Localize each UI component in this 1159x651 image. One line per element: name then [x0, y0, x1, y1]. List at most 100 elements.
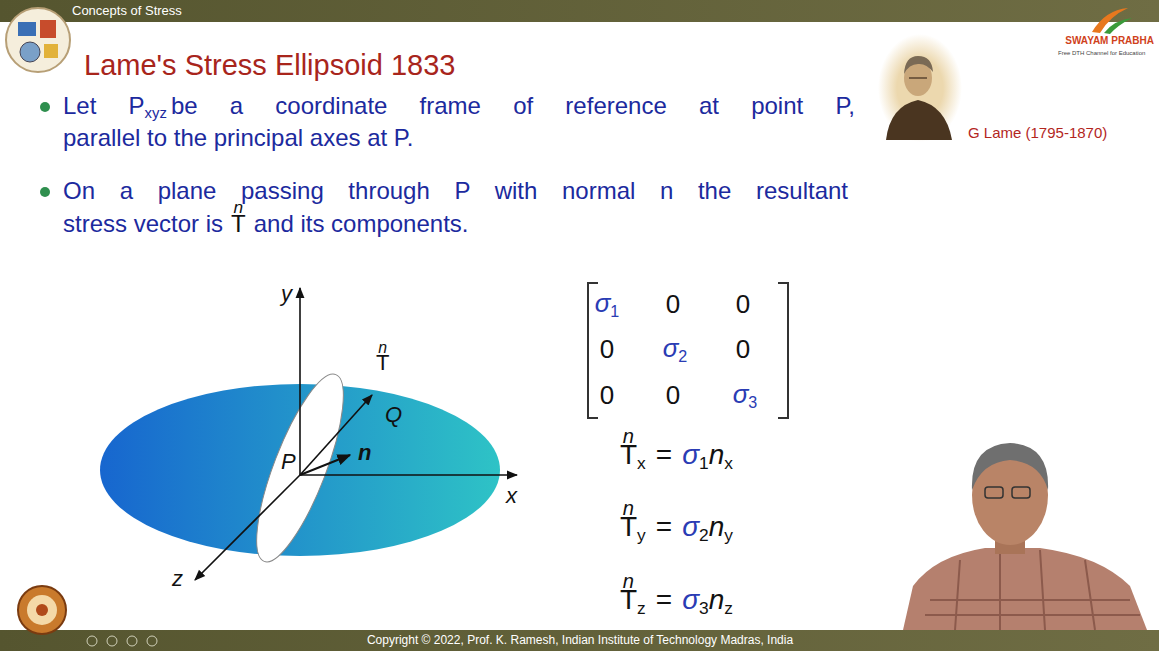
- slide-title: Lame's Stress Ellipsoid 1833: [84, 48, 455, 83]
- bullet-text: On a plane passing through P with normal…: [63, 177, 848, 206]
- matrix-cell: 0: [666, 289, 680, 320]
- vector-label: nT: [376, 350, 389, 376]
- subscript: xyz: [145, 105, 167, 121]
- label-text: n: [709, 511, 725, 542]
- z-axis: [195, 475, 300, 580]
- axis-label: z: [172, 566, 183, 592]
- subscript: 1: [699, 453, 709, 473]
- logo-swoosh: [1104, 18, 1132, 34]
- matrix-cell: 0: [600, 380, 614, 411]
- presenter-body: [903, 548, 1147, 630]
- equation: nTy=σ2ny: [620, 510, 733, 546]
- label-text: stress vector is: [63, 210, 223, 237]
- vector-letter: T: [376, 350, 389, 375]
- point-label: Q: [385, 402, 402, 428]
- y-axis: [299, 288, 301, 475]
- label-text: =: [656, 511, 672, 542]
- label-text: z: [172, 566, 183, 591]
- vector-letter: T: [620, 511, 637, 542]
- label-text: SWAYAM PRABHA: [1065, 35, 1154, 46]
- matrix-cell: σ3: [733, 379, 758, 412]
- stress-vector: [300, 395, 372, 475]
- label-text: G Lame (1795-1870): [968, 124, 1107, 141]
- logo-tagline: Free DTH Channel for Education: [1058, 50, 1145, 57]
- label-text: 0: [666, 289, 680, 319]
- portrait-hair: [904, 56, 933, 74]
- label-text: and its components.: [254, 210, 469, 237]
- vector-symbol: nT: [620, 583, 637, 617]
- label-text: σ: [733, 379, 749, 409]
- label-text: σ: [682, 584, 699, 615]
- vector-letter: T: [620, 439, 637, 470]
- label-text: σ: [663, 333, 679, 363]
- copyright: Copyright © 2022, Prof. K. Ramesh, India…: [367, 633, 793, 647]
- shirt-pattern: [925, 550, 1140, 630]
- vector-symbol: nT: [620, 438, 637, 472]
- logo-part: [20, 42, 40, 62]
- header-bar: [0, 0, 1159, 22]
- vector-letter: T: [620, 584, 637, 615]
- matrix-cell: 0: [600, 334, 614, 365]
- logo-part: [18, 22, 36, 36]
- label-text: On a plane passing through P with normal…: [63, 177, 848, 204]
- x-axis: [300, 474, 517, 476]
- toolbar-icon: [147, 636, 157, 646]
- label-text: σ: [682, 511, 699, 542]
- label-text: x: [506, 483, 517, 508]
- matrix-cell: 0: [736, 334, 750, 365]
- institute-emblem: [18, 586, 66, 634]
- label-text: 0: [736, 334, 750, 364]
- label-text: 0: [666, 380, 680, 410]
- subscript: 1: [610, 302, 619, 320]
- portrait-caption: G Lame (1795-1870): [968, 124, 1107, 142]
- label-text: y: [281, 281, 292, 306]
- label-text: =: [656, 584, 672, 615]
- matrix-cell: σ2: [663, 333, 688, 366]
- label-text: n: [358, 440, 371, 465]
- vector-symbol: nT: [376, 350, 389, 376]
- label-text: σ: [682, 439, 699, 470]
- vector-letter: T: [231, 210, 246, 237]
- presenter-hair: [972, 443, 1048, 490]
- axis-label: x: [506, 483, 517, 509]
- title-text: Lame's Stress Ellipsoid 1833: [84, 49, 455, 81]
- axis-label: y: [281, 281, 292, 307]
- toolbar-icon: [107, 636, 117, 646]
- subscript: 2: [678, 347, 687, 365]
- vector-symbol: nT: [231, 210, 246, 239]
- portrait: [878, 34, 962, 142]
- normal-vector: [300, 455, 350, 475]
- presenter-glasses: [1012, 487, 1030, 498]
- label-text: P: [281, 449, 296, 474]
- bullet-text: stress vector is nT and its components.: [63, 210, 469, 239]
- subscript: 3: [699, 598, 709, 618]
- subscript: 2: [699, 525, 709, 545]
- footer-bar: [0, 630, 1159, 651]
- label-text: 0: [600, 380, 614, 410]
- label-text: =: [656, 439, 672, 470]
- subscript: x: [637, 453, 646, 473]
- label-text: σ: [595, 288, 611, 318]
- bullet-dot: [40, 102, 50, 112]
- label-text: Free DTH Channel for Education: [1058, 50, 1145, 56]
- institute-emblem: [27, 595, 57, 625]
- label-text: Concepts of Stress: [72, 3, 182, 18]
- course-logo: [6, 8, 70, 72]
- subscript: 3: [748, 393, 757, 411]
- logo-part: [40, 20, 56, 38]
- label-text: Copyright © 2022, Prof. K. Ramesh, India…: [367, 633, 793, 647]
- matrix-cell: σ1: [595, 288, 620, 321]
- label-text: n: [709, 439, 725, 470]
- vector-symbol: nT: [620, 510, 637, 544]
- matrix-cell: 0: [736, 289, 750, 320]
- bullet-text: Let Pxyzbe a coordinate frame of referen…: [63, 92, 855, 123]
- toolbar-icon: [127, 636, 137, 646]
- label-text: 0: [600, 334, 614, 364]
- subscript: y: [724, 525, 733, 545]
- label-text: Let P: [63, 92, 145, 119]
- vector-label: n: [358, 440, 371, 466]
- equation: nTz=σ3nz: [620, 583, 733, 619]
- logo-text: SWAYAM PRABHA: [1065, 35, 1154, 47]
- logo-part: [44, 44, 58, 58]
